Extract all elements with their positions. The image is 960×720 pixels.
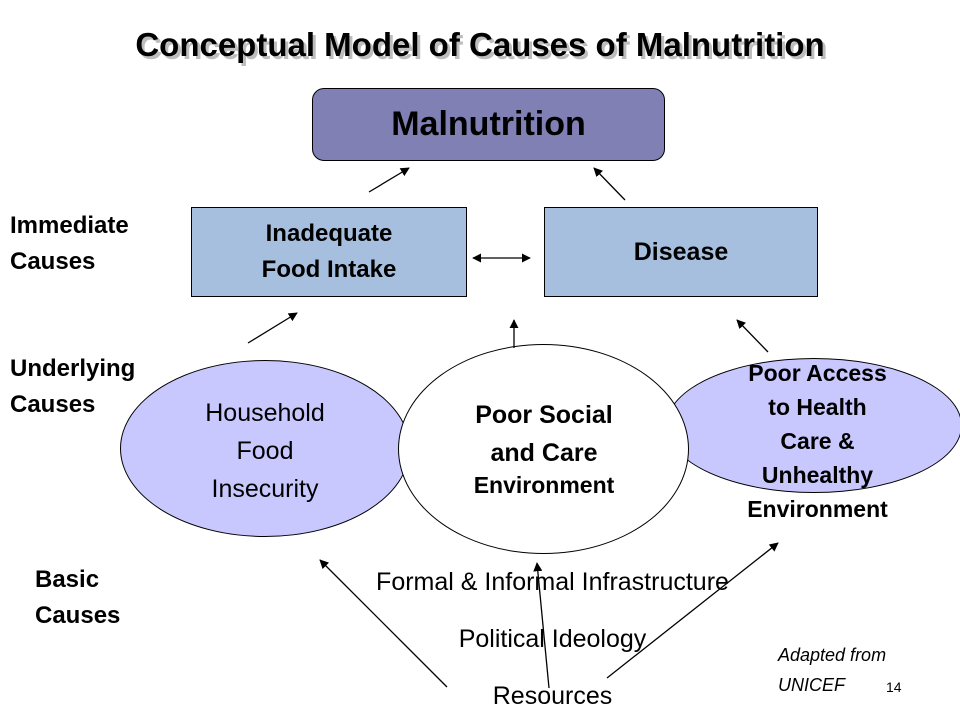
- arrow-food-to-malnutrition: [368, 167, 410, 193]
- basic-causes-line1: Basic: [35, 566, 100, 593]
- disease-box: Disease: [544, 207, 818, 297]
- page-title: Conceptual Model of Causes of Malnutriti…: [135, 26, 825, 63]
- health-access-line4: Unhealthy: [761, 462, 874, 488]
- health-access-ellipse: [666, 358, 960, 493]
- food-intake-box: Inadequate Food Intake: [191, 207, 467, 297]
- disease-label: Disease: [633, 237, 729, 266]
- attribution-line1: Adapted from: [778, 645, 887, 665]
- social-care-environment-text: Environment: [473, 472, 615, 498]
- household-food-insecurity-text: Household Food Insecurity: [165, 394, 365, 508]
- arrow-health-to-disease: [736, 319, 769, 353]
- food-intake-line1: Inadequate: [265, 220, 393, 247]
- infrastructure-text: Formal & Informal Infrastructure: [376, 568, 729, 596]
- immediate-causes-line1: Immediate: [10, 212, 129, 239]
- malnutrition-label: Malnutrition: [391, 105, 586, 143]
- immediate-causes-label: Immediate Causes: [10, 208, 210, 280]
- household-line2: Food: [236, 437, 294, 465]
- resources-text: Resources: [492, 682, 613, 710]
- arrow-resources-to-health: [606, 542, 779, 679]
- basic-causes-line2: Causes: [35, 602, 121, 629]
- health-access-text: Poor Access to Health Care & Unhealthy E…: [700, 356, 935, 526]
- basic-causes-label: Basic Causes: [35, 562, 235, 634]
- social-care-line1: Poor Social: [475, 401, 613, 429]
- underlying-causes-line1: Underlying: [10, 355, 136, 382]
- arrow-household-to-food: [247, 312, 298, 344]
- page-number: 14: [886, 679, 902, 695]
- immediate-causes-line2: Causes: [10, 248, 96, 275]
- underlying-causes-line2: Causes: [10, 391, 96, 418]
- arrow-disease-to-malnutrition: [593, 167, 626, 201]
- social-care-text: Poor Social and Care: [410, 396, 678, 472]
- attribution-note: Adapted from UNICEF: [778, 640, 886, 700]
- health-access-line2: to Health: [768, 394, 867, 420]
- arrow-resources-to-social: [533, 562, 550, 689]
- health-access-line5: Environment: [747, 496, 888, 522]
- malnutrition-box: Malnutrition: [312, 88, 665, 161]
- health-access-line3: Care &: [780, 428, 855, 454]
- arrow-resources-to-household: [319, 559, 448, 688]
- political-ideology-text: Political Ideology: [458, 625, 647, 653]
- social-care-ellipse: [398, 344, 689, 554]
- social-care-line2: and Care: [490, 439, 598, 467]
- food-intake-line2: Food Intake: [261, 256, 397, 283]
- household-line3: Insecurity: [211, 475, 319, 503]
- attribution-line2: UNICEF: [778, 675, 845, 695]
- underlying-causes-label: Underlying Causes: [10, 351, 210, 423]
- household-food-insecurity-ellipse: [120, 360, 410, 537]
- household-line1: Household: [205, 399, 325, 427]
- health-access-line1: Poor Access: [748, 360, 887, 386]
